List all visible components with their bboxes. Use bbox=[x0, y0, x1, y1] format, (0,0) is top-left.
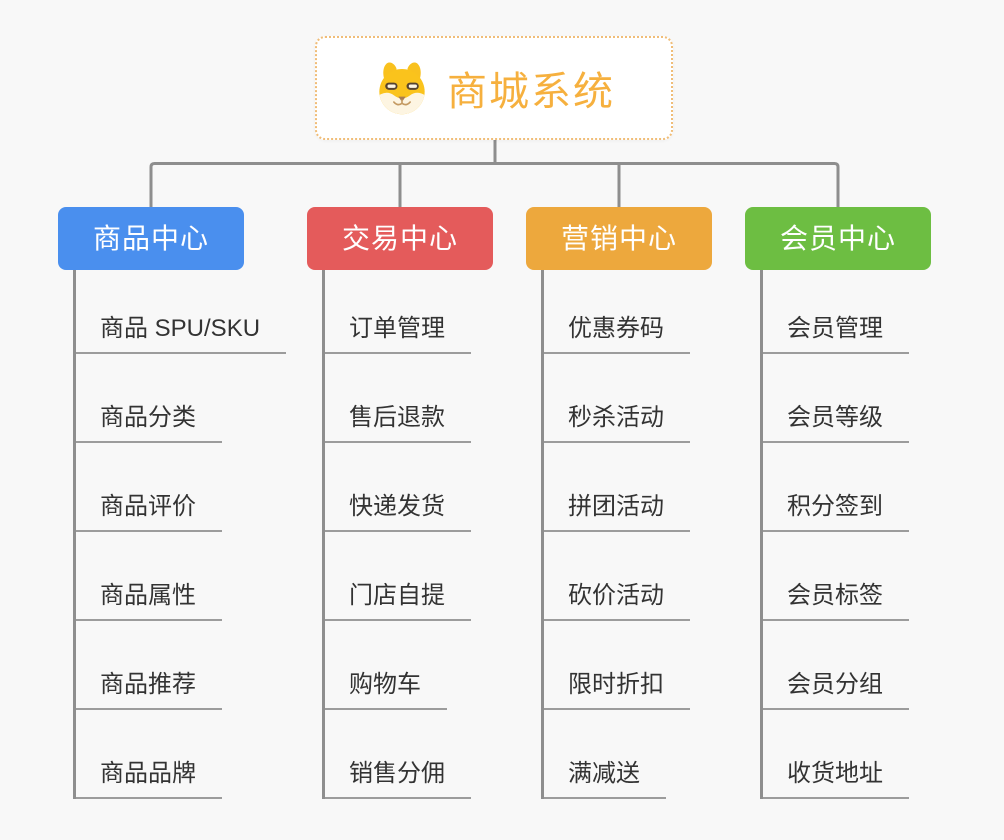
subtopic-node[interactable]: 限时折扣 bbox=[544, 621, 690, 710]
subtopic-node[interactable]: 会员管理 bbox=[763, 270, 909, 354]
root-topic-node[interactable]: 商城系统 bbox=[315, 36, 673, 140]
subtopic-node[interactable]: 拼团活动 bbox=[544, 443, 690, 532]
subtopic-node[interactable]: 商品属性 bbox=[76, 532, 222, 621]
subtopic-node[interactable]: 商品分类 bbox=[76, 354, 222, 443]
subtopic-node[interactable]: 砍价活动 bbox=[544, 532, 690, 621]
subtopic-node[interactable]: 会员分组 bbox=[763, 621, 909, 710]
subtopic-node[interactable]: 满减送 bbox=[544, 710, 666, 799]
dog-face-icon bbox=[379, 62, 425, 115]
subtopic-node[interactable]: 商品品牌 bbox=[76, 710, 222, 799]
subtopic-node[interactable]: 订单管理 bbox=[325, 270, 471, 354]
subtopic-node[interactable]: 会员等级 bbox=[763, 354, 909, 443]
subtopic-node[interactable]: 商品 SPU/SKU bbox=[76, 270, 287, 354]
subtopic-node[interactable]: 销售分佣 bbox=[325, 710, 471, 799]
subtopic-node[interactable]: 门店自提 bbox=[325, 532, 471, 621]
subtopic-node[interactable]: 收货地址 bbox=[763, 710, 909, 799]
subtopic-node[interactable]: 售后退款 bbox=[325, 354, 471, 443]
subtopic-node[interactable]: 商品推荐 bbox=[76, 621, 222, 710]
subtopic-node[interactable]: 秒杀活动 bbox=[544, 354, 690, 443]
subtopic-node[interactable]: 优惠券码 bbox=[544, 270, 690, 354]
branch-node[interactable]: 会员中心 bbox=[745, 207, 931, 270]
subtopic-node[interactable]: 积分签到 bbox=[763, 443, 909, 532]
branch-subtopic-list: 会员管理会员等级积分签到会员标签会员分组收货地址 bbox=[760, 270, 909, 799]
subtopic-node[interactable]: 快递发货 bbox=[325, 443, 471, 532]
branch-subtopic-list: 订单管理售后退款快递发货门店自提购物车销售分佣 bbox=[322, 270, 471, 799]
subtopic-node[interactable]: 购物车 bbox=[325, 621, 447, 710]
branch-node[interactable]: 商品中心 bbox=[58, 207, 244, 270]
branch-node[interactable]: 营销中心 bbox=[526, 207, 712, 270]
root-topic-title: 商城系统 bbox=[447, 70, 615, 114]
subtopic-node[interactable]: 商品评价 bbox=[76, 443, 222, 532]
branch-node[interactable]: 交易中心 bbox=[307, 207, 493, 270]
subtopic-node[interactable]: 会员标签 bbox=[763, 532, 909, 621]
branch-subtopic-list: 优惠券码秒杀活动拼团活动砍价活动限时折扣满减送 bbox=[541, 270, 690, 799]
